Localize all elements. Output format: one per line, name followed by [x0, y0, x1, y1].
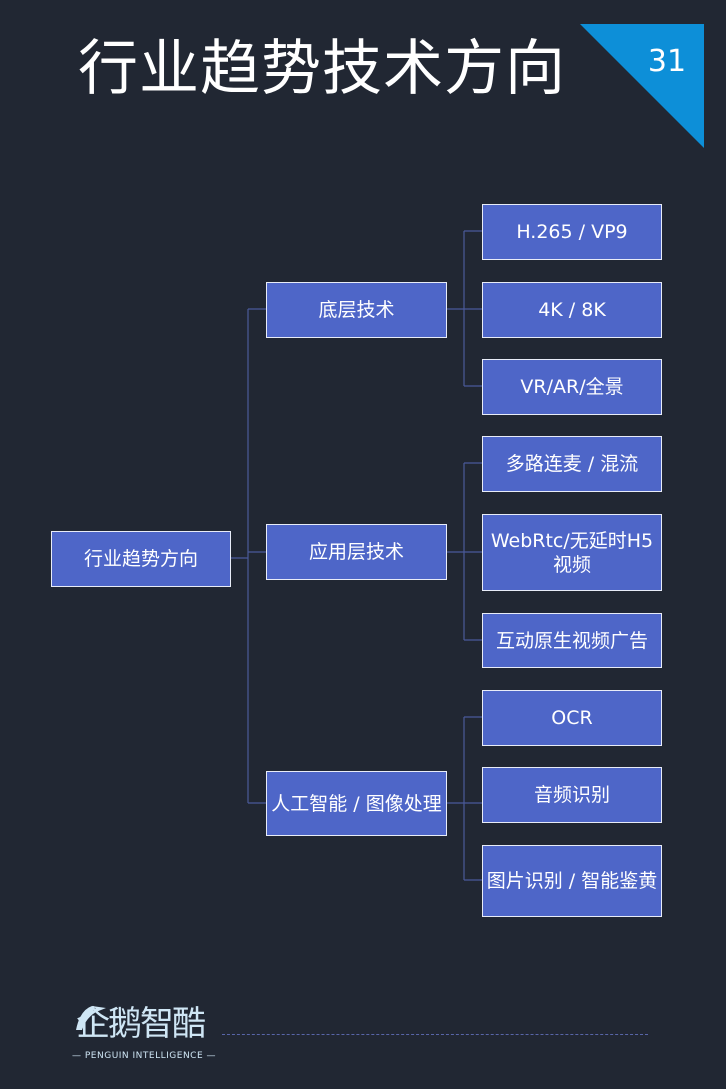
leaf-node: VR/AR/全景 [482, 359, 662, 415]
logo-text: 企鹅智酷 [76, 1004, 206, 1044]
leaf-node: WebRtc/无延时H5视频 [482, 514, 662, 591]
footer-divider [222, 1034, 648, 1035]
leaf-node: 多路连麦 / 混流 [482, 436, 662, 492]
branch-node-infrastructure: 底层技术 [266, 282, 447, 338]
leaf-node: 4K / 8K [482, 282, 662, 338]
corner-triangle [580, 24, 704, 148]
logo-subtitle: — PENGUIN INTELLIGENCE — [72, 1051, 217, 1061]
penguin-logo-icon [76, 1006, 106, 1030]
leaf-node: 图片识别 / 智能鉴黄 [482, 845, 662, 917]
leaf-node: OCR [482, 690, 662, 746]
page-number: 31 [647, 44, 687, 79]
leaf-node: H.265 / VP9 [482, 204, 662, 260]
logo-subtitle-text: PENGUIN INTELLIGENCE [84, 1051, 204, 1061]
page-title: 行业趋势技术方向 [78, 34, 566, 104]
branch-node-application: 应用层技术 [266, 524, 447, 580]
leaf-node: 音频识别 [482, 767, 662, 823]
leaf-node: 互动原生视频广告 [482, 613, 662, 668]
branch-node-ai: 人工智能 / 图像处理 [266, 771, 447, 836]
root-node: 行业趋势方向 [51, 531, 231, 587]
